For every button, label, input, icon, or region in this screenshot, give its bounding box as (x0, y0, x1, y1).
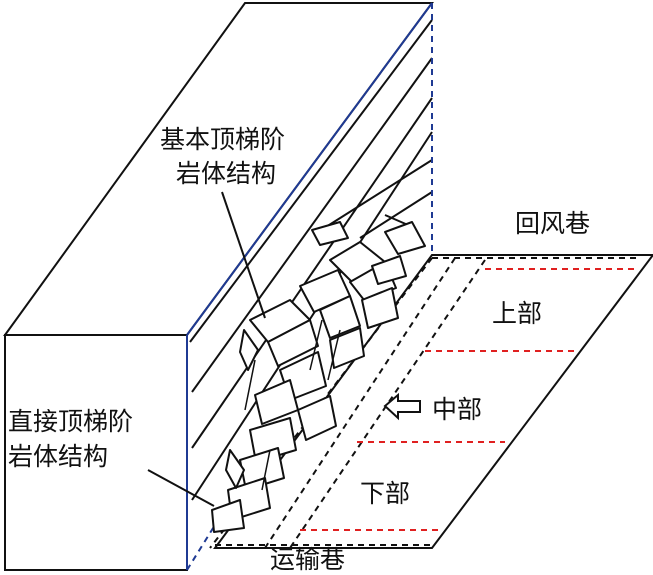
floor-plane (209, 254, 653, 549)
upper-leader (221, 191, 266, 319)
lower-structure-label-2: 岩体结构 (8, 442, 108, 471)
advance-arrow-icon (383, 392, 421, 421)
lower-part-label: 下部 (360, 479, 410, 508)
upper-structure-label-1: 基本顶梯阶 (160, 125, 285, 154)
roof-hidden-edges (186, 3, 433, 571)
middle-part-label: 中部 (432, 395, 482, 424)
roof-block (3, 2, 434, 571)
rock-crack-lines (244, 319, 341, 491)
lower-structure-label-1: 直接顶梯阶 (8, 407, 133, 436)
section-dividers (300, 268, 638, 531)
haulage-roadway-label: 运输巷 (270, 545, 345, 574)
roof-strata-lines (189, 19, 433, 501)
return-roadway-label: 回风巷 (515, 209, 590, 238)
lower-leader (147, 469, 215, 507)
upper-structure-label-2: 岩体结构 (176, 159, 276, 188)
roof-edge-blue (186, 2, 433, 570)
leader-lines (147, 191, 266, 507)
upper-part-label: 上部 (492, 299, 542, 328)
broken-rock-blocks (211, 221, 426, 533)
